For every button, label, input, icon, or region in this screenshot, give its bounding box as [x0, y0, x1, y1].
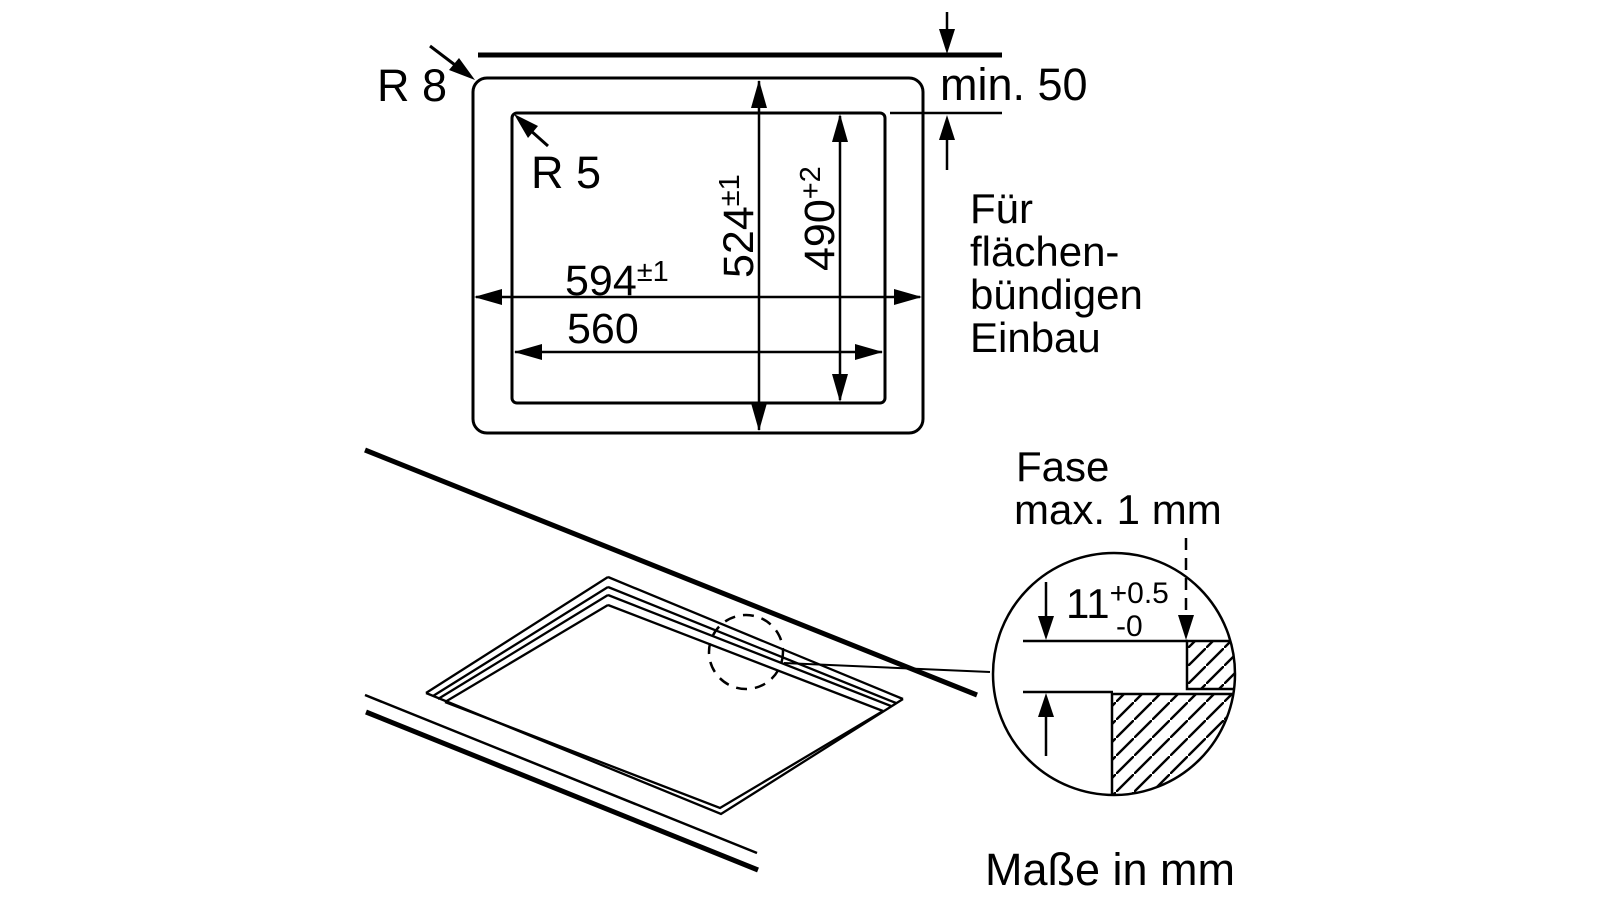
- detail-leader-line: [783, 662, 991, 673]
- flush-note-line4: Einbau: [970, 314, 1101, 361]
- arrowhead-right-icon: [855, 344, 883, 360]
- flush-note-line3: bündigen: [970, 271, 1143, 318]
- radius-inner-leader: [514, 114, 549, 148]
- inner-cutout-rect: [510, 111, 887, 405]
- worktop-section-upper: [1185, 639, 1234, 691]
- detail-marker-circle: [707, 613, 785, 691]
- worktop-section-lower: [1110, 692, 1234, 794]
- radius-inner-label: R 5: [531, 147, 601, 198]
- top-view-labels: R 8 R 5 594±1 560 524±1 490+2 min. 50 Fü…: [377, 59, 1143, 361]
- arrowhead-left-icon: [514, 344, 542, 360]
- arrowhead-up-icon: [832, 114, 848, 142]
- units-note: Maße in mm: [985, 844, 1235, 895]
- arrowhead-left-icon: [474, 289, 502, 305]
- radius-outer-label: R 8: [377, 60, 447, 111]
- inner-height-label: 490+2: [795, 166, 844, 271]
- dim-min-clearance: [890, 12, 1002, 170]
- detail-circle-outline: [991, 551, 1237, 797]
- arrowhead-down-icon: [832, 374, 848, 402]
- arrowhead-down-icon: [1178, 615, 1194, 640]
- chamfer-label-line1: Fase: [1016, 443, 1109, 490]
- arrowhead-icon: [514, 114, 538, 138]
- dim-outer-width: [474, 289, 922, 305]
- worktop-front-edge-top: [364, 693, 758, 855]
- radius-outer-leader: [429, 44, 475, 80]
- recess-inner-near-edge: [444, 700, 884, 810]
- dim-outer-height: [751, 80, 767, 431]
- arrowhead-up-icon: [1038, 693, 1054, 717]
- recess-outer-near-edge: [425, 691, 904, 816]
- perspective-view: [364, 447, 991, 873]
- arrowhead-down-icon: [1038, 616, 1054, 640]
- flush-note-line1: Für: [970, 185, 1033, 232]
- dim-inner-width: [514, 344, 883, 360]
- outer-cutout-rect: [471, 76, 925, 435]
- arrowhead-up-icon: [751, 80, 767, 108]
- outer-width-label: 594±1: [565, 256, 669, 305]
- arrowhead-icon: [449, 58, 475, 80]
- arrowhead-down-icon: [751, 403, 767, 431]
- detail-view: Fase max. 1 mm 11+0.5-0: [991, 443, 1237, 797]
- outer-height-label: 524±1: [714, 174, 763, 278]
- arrowhead-up-icon: [939, 115, 955, 140]
- cutout-recess-steps: [425, 575, 904, 816]
- top-view: [429, 12, 1002, 435]
- rebate-depth-label: 11+0.5-0: [1066, 577, 1169, 643]
- worktop-back-edge: [364, 447, 978, 698]
- chamfer-label-line2: max. 1 mm: [1014, 486, 1222, 533]
- dim-inner-height: [832, 114, 848, 402]
- min-clearance-label: min. 50: [940, 59, 1088, 110]
- arrowhead-down-icon: [939, 29, 955, 54]
- worktop-front-edge-bottom: [365, 709, 759, 873]
- inner-width-label: 560: [567, 305, 639, 353]
- flush-note-line2: flächen-: [970, 228, 1119, 275]
- arrowhead-right-icon: [894, 289, 922, 305]
